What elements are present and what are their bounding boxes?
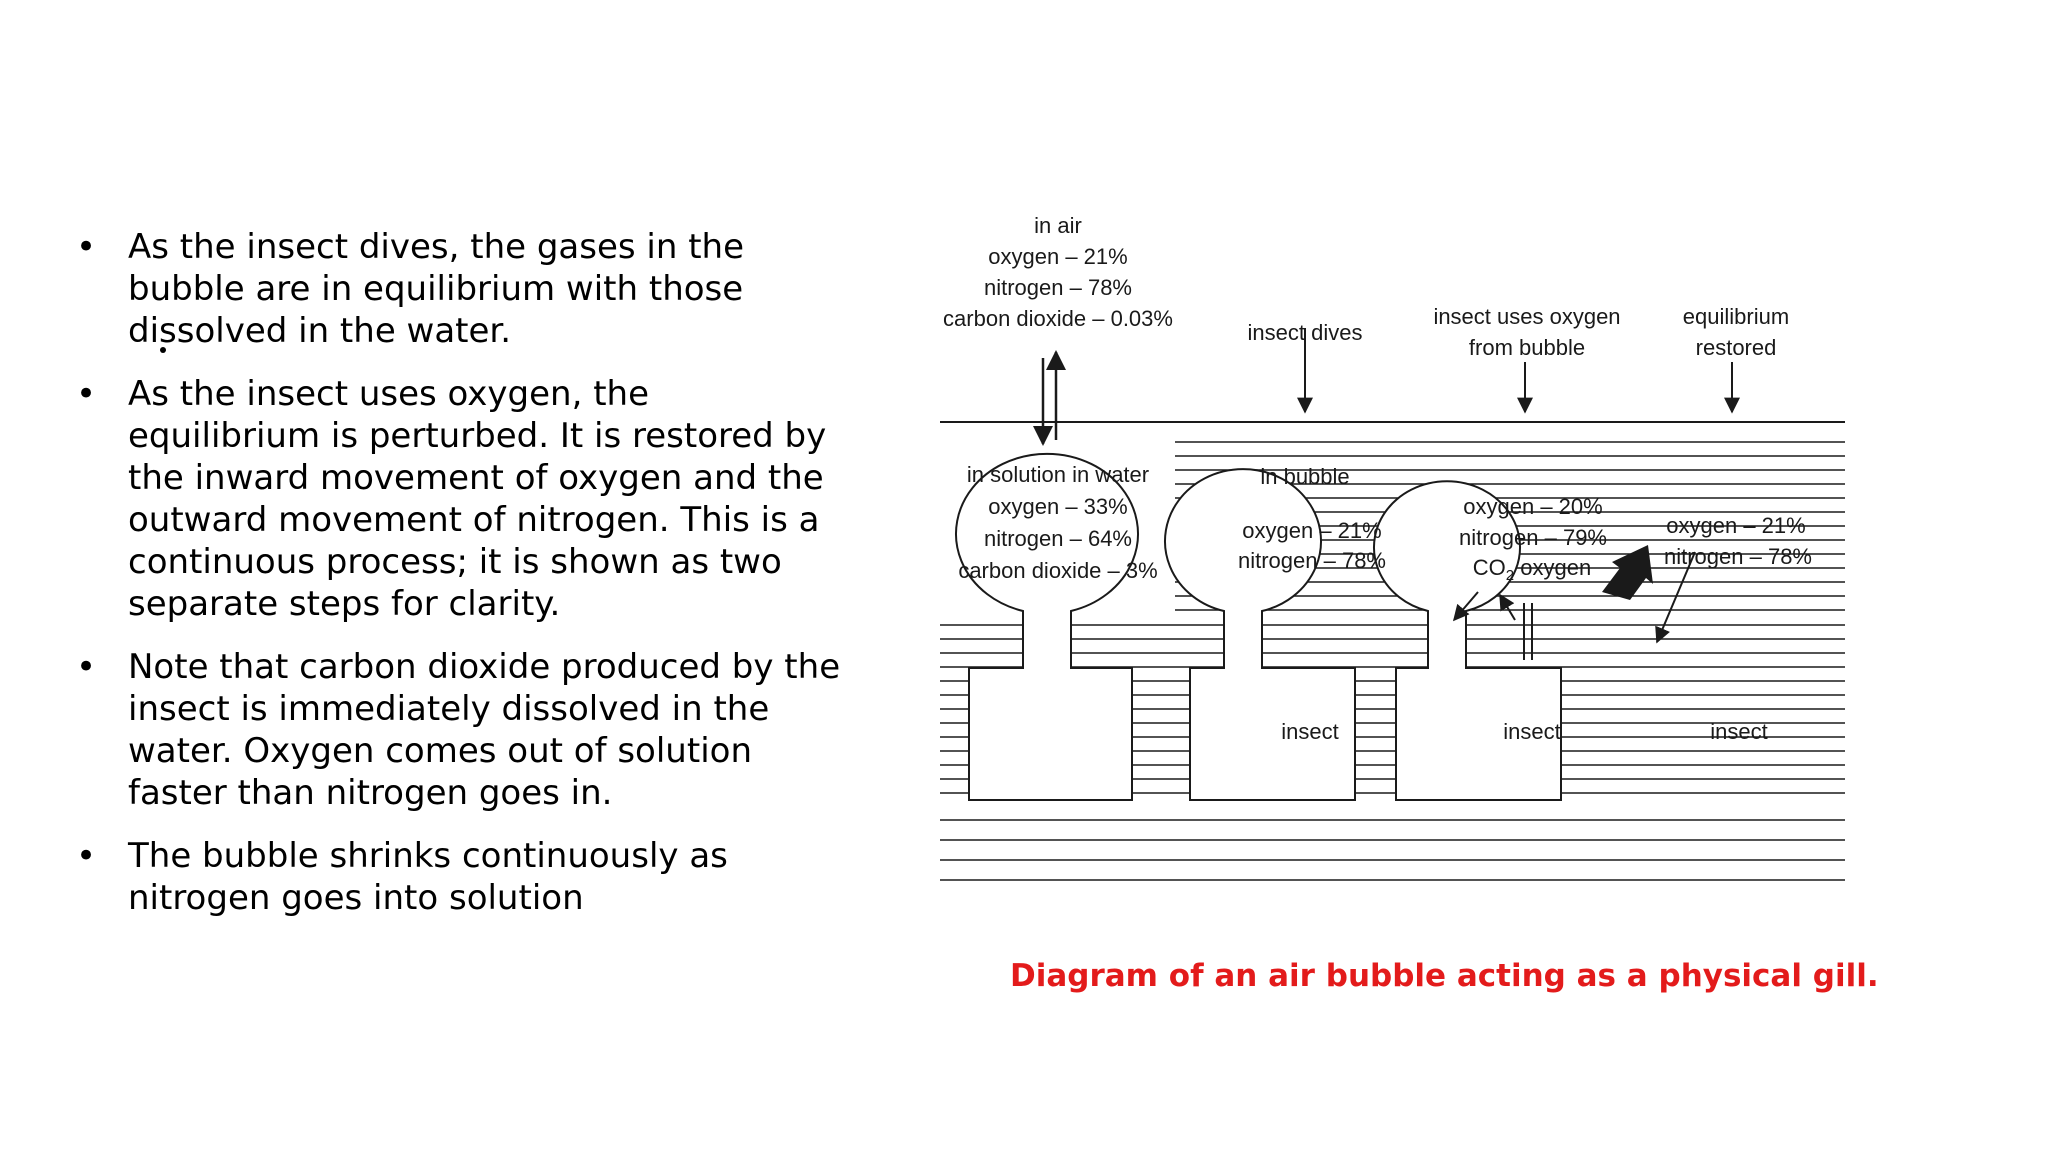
bubble3-nitrogen: nitrogen – 78% <box>1664 544 1812 569</box>
air-heading: in air <box>1034 213 1082 238</box>
bullet-text: The bubble shrinks continuously as nitro… <box>128 836 728 918</box>
bubble2-oxygen: oxygen – 20% <box>1463 494 1602 519</box>
bullet-marker: • <box>76 227 97 267</box>
bullet-marker: • <box>76 836 97 876</box>
stage3-label-line2: restored <box>1696 335 1777 360</box>
bullet-item: • As the insect uses oxygen, the equilibr… <box>68 373 848 625</box>
bubble2-co2-oxygen: CO2 oxygen <box>1473 555 1591 584</box>
arrow-co2-out <box>1452 591 1479 622</box>
water-heading: in solution in water <box>967 462 1149 487</box>
bullet-item: • The bubble shrinks continuously as nitr… <box>68 835 848 919</box>
diagram-caption: Diagram of an air bubble acting as a phy… <box>1010 958 1879 994</box>
bubble1-oxygen: oxygen – 21% <box>1242 518 1381 543</box>
bullet-text: As the insect dives, the gases in the bu… <box>128 227 745 351</box>
arrow-nitrogen-out <box>1655 551 1696 644</box>
bullet-marker: • <box>76 374 97 414</box>
air-oxygen: oxygen – 21% <box>988 244 1127 269</box>
bullet-item: • As the insect dives, the gases in the b… <box>68 226 848 352</box>
bubble-1 <box>955 452 1139 801</box>
bullet-item: • Note that carbon dioxide produced by t… <box>68 646 848 814</box>
stage2-label-line1: insect uses oxygen <box>1433 304 1620 329</box>
stage2-label-line2: from bubble <box>1469 335 1585 360</box>
stage3-label-line1: equilibrium <box>1683 304 1789 329</box>
water-oxygen: oxygen – 33% <box>988 494 1127 519</box>
arrow-oxygen-in <box>1499 593 1516 621</box>
water-co2: carbon dioxide – 3% <box>958 558 1157 583</box>
stray-dot <box>160 347 166 353</box>
bullet-list: • As the insect dives, the gases in the b… <box>68 226 848 940</box>
bubble3-oxygen: oxygen – 21% <box>1666 513 1805 538</box>
bubble-3 <box>1373 480 1562 801</box>
physical-gill-diagram: in air oxygen – 21% nitrogen – 78% carbo… <box>940 200 1880 900</box>
water-nitrogen: nitrogen – 64% <box>984 526 1132 551</box>
bullet-text: Note that carbon dioxide produced by the… <box>128 647 841 813</box>
arrow-oxygen-in-large <box>1602 545 1653 600</box>
bubble-2 <box>1164 468 1356 801</box>
diagram-svg: in air oxygen – 21% nitrogen – 78% carbo… <box>940 213 1845 881</box>
stage1-label: insect dives <box>1248 320 1363 345</box>
insect2-label: insect <box>1503 719 1560 744</box>
air-co2: carbon dioxide – 0.03% <box>943 306 1173 331</box>
bullet-text: As the insect uses oxygen, the equilibri… <box>128 374 827 624</box>
bullet-marker: • <box>76 647 97 687</box>
insect1-label: insect <box>1281 719 1338 744</box>
bubble2-nitrogen: nitrogen – 79% <box>1459 525 1607 550</box>
bubble1-heading: in bubble <box>1260 464 1349 489</box>
insect3-label: insect <box>1710 719 1767 744</box>
air-nitrogen: nitrogen – 78% <box>984 275 1132 300</box>
bubble1-nitrogen: nitrogen – 78% <box>1238 548 1386 573</box>
